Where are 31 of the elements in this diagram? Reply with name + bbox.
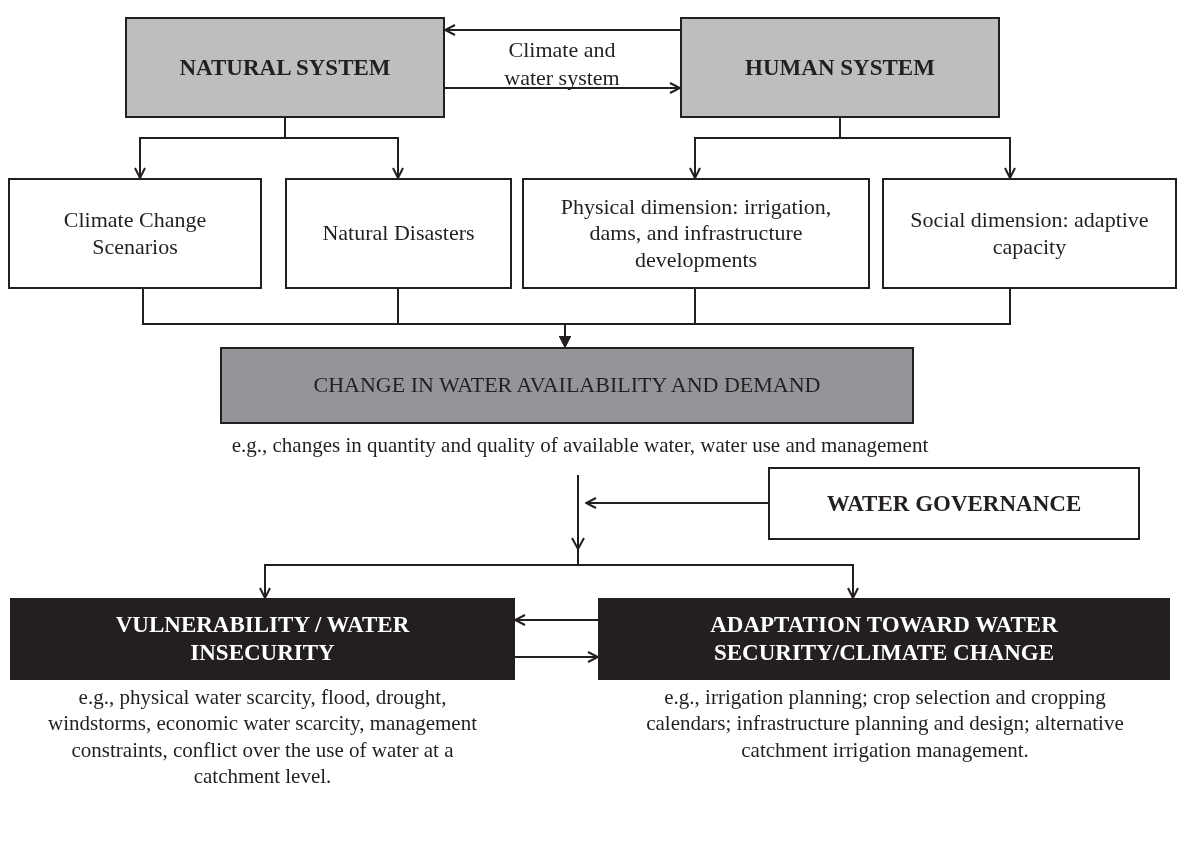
flow-label: Climate and water system — [503, 36, 621, 91]
result-box — [220, 347, 914, 424]
arrow — [577, 474, 859, 599]
process-box — [680, 17, 1000, 118]
arrow — [585, 497, 769, 509]
node-label: Social dimension: adaptive capacity — [909, 207, 1150, 260]
example-note: e.g., physical water scarcity, flood, drought, windstorms, economic water scarcity, management constraints, conflict over the use of water at a catchment level. — [47, 684, 478, 789]
process-box — [285, 178, 512, 289]
arrow — [444, 82, 681, 94]
process-box — [522, 178, 870, 289]
node-label: NATURAL SYSTEM — [179, 53, 391, 82]
arrow — [559, 288, 1011, 348]
arrow — [444, 24, 681, 36]
process-box — [8, 178, 262, 289]
example-note: e.g., changes in quantity and quality of available water, water use and management — [230, 432, 930, 459]
node-label: WATER GOVERNANCE — [826, 489, 1082, 518]
outcome-box — [10, 598, 515, 680]
process-box — [125, 17, 445, 118]
process-box — [768, 467, 1140, 540]
arrow — [514, 651, 599, 663]
process-box — [882, 178, 1177, 289]
arrow — [514, 614, 599, 626]
node-label: HUMAN SYSTEM — [745, 53, 935, 82]
node-label: VULNERABILITY / WATER INSECURITY — [114, 611, 411, 667]
node-label: Climate Change Scenarios — [62, 207, 208, 260]
node-label: CHANGE IN WATER AVAILABILITY AND DEMAND — [313, 372, 821, 399]
example-note: e.g., irrigation planning; crop selection and cropping calendars; infrastructure planning and design; alternative catchment irrigation management. — [645, 684, 1125, 763]
node-label: Natural Disasters — [322, 220, 475, 247]
node-label: ADAPTATION TOWARD WATER SECURITY/CLIMATE CHANGE — [709, 611, 1059, 667]
node-label: Physical dimension: irrigation, dams, and infrastructure developments — [559, 193, 833, 274]
outcome-box — [598, 598, 1170, 680]
